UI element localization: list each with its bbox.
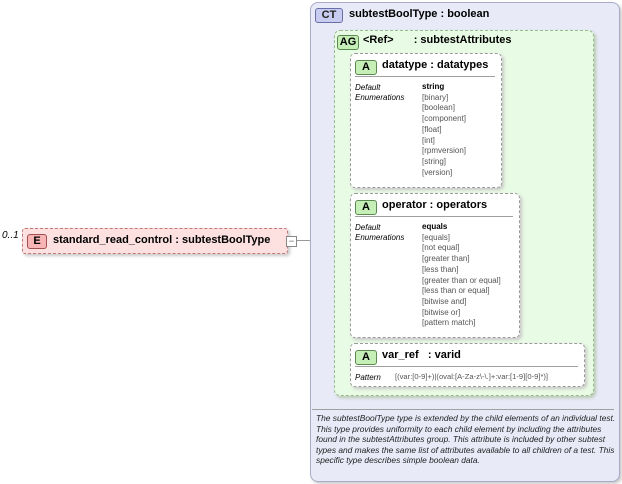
attribute-divider: [355, 366, 578, 367]
attribute-group-badge: AG: [337, 35, 359, 50]
default-value: equals: [422, 222, 448, 231]
documentation-divider: [312, 409, 614, 410]
attribute-group-label: <Ref> : subtestAttributes: [363, 34, 511, 46]
attribute-badge: A: [355, 350, 377, 365]
enumeration-value: [pattern match]: [422, 318, 476, 328]
enumeration-value: [greater than or equal]: [422, 275, 501, 285]
enumeration-value: [less than]: [422, 264, 459, 274]
default-value: string: [422, 82, 445, 91]
attribute-badge: A: [355, 60, 377, 75]
attribute-title: datatype : datatypes: [382, 59, 489, 71]
complex-type-badge: CT: [315, 8, 343, 23]
enumerations-key: Enumerations: [355, 93, 405, 102]
default-key: Default: [355, 223, 381, 232]
enumeration-value: [component]: [422, 114, 467, 124]
connector-element-type: [295, 240, 310, 241]
attribute-datatype[interactable]: A datatype : datatypes Default Enumerati…: [350, 53, 502, 188]
default-key: Default: [355, 83, 381, 92]
enumeration-value: [binary]: [422, 92, 449, 102]
attribute-operator[interactable]: A operator : operators Default Enumerati…: [350, 193, 520, 338]
enumeration-value: [string]: [422, 156, 447, 166]
enumerations-key: Enumerations: [355, 233, 405, 242]
element-occurrence: 0..1: [2, 230, 19, 241]
pattern-key: Pattern: [355, 373, 381, 382]
attribute-group-name: : subtestAttributes: [413, 34, 512, 46]
enumeration-value: [int]: [422, 135, 435, 145]
enumeration-value: [equals]: [422, 232, 451, 242]
enumeration-value: [less than or equal]: [422, 286, 490, 296]
enumeration-value: [greater than]: [422, 254, 470, 264]
enumeration-value: [float]: [422, 124, 442, 134]
enumeration-value: [not equal]: [422, 243, 460, 253]
collapse-toggle[interactable]: −: [286, 236, 297, 247]
attribute-divider: [355, 216, 513, 217]
attribute-badge: A: [355, 200, 377, 215]
element-node[interactable]: E standard_read_control : subtestBoolTyp…: [22, 228, 288, 254]
enumeration-value: [bitwise or]: [422, 307, 461, 317]
enumeration-value: [version]: [422, 167, 453, 177]
enumeration-value: [rpmversion]: [422, 146, 467, 156]
attribute-title: operator : operators: [382, 199, 488, 211]
pattern-value: [(var:[0-9]+)|(oval:[A-Za-z\-\.]+:var:[1…: [395, 372, 549, 381]
documentation-text: The subtestBoolType type is extended by …: [316, 413, 616, 465]
element-label: standard_read_control : subtestBoolType: [53, 234, 271, 246]
enumeration-value: [bitwise and]: [422, 296, 467, 306]
attribute-group-ref: <Ref>: [363, 34, 394, 46]
attribute-title: var_ref : varid: [382, 349, 461, 361]
element-badge: E: [27, 234, 47, 249]
attribute-var-ref[interactable]: A var_ref : varid Pattern [(var:[0-9]+)|…: [350, 343, 585, 387]
enumeration-value: [boolean]: [422, 103, 455, 113]
attribute-divider: [355, 76, 495, 77]
complex-type-title: subtestBoolType : boolean: [349, 8, 490, 20]
